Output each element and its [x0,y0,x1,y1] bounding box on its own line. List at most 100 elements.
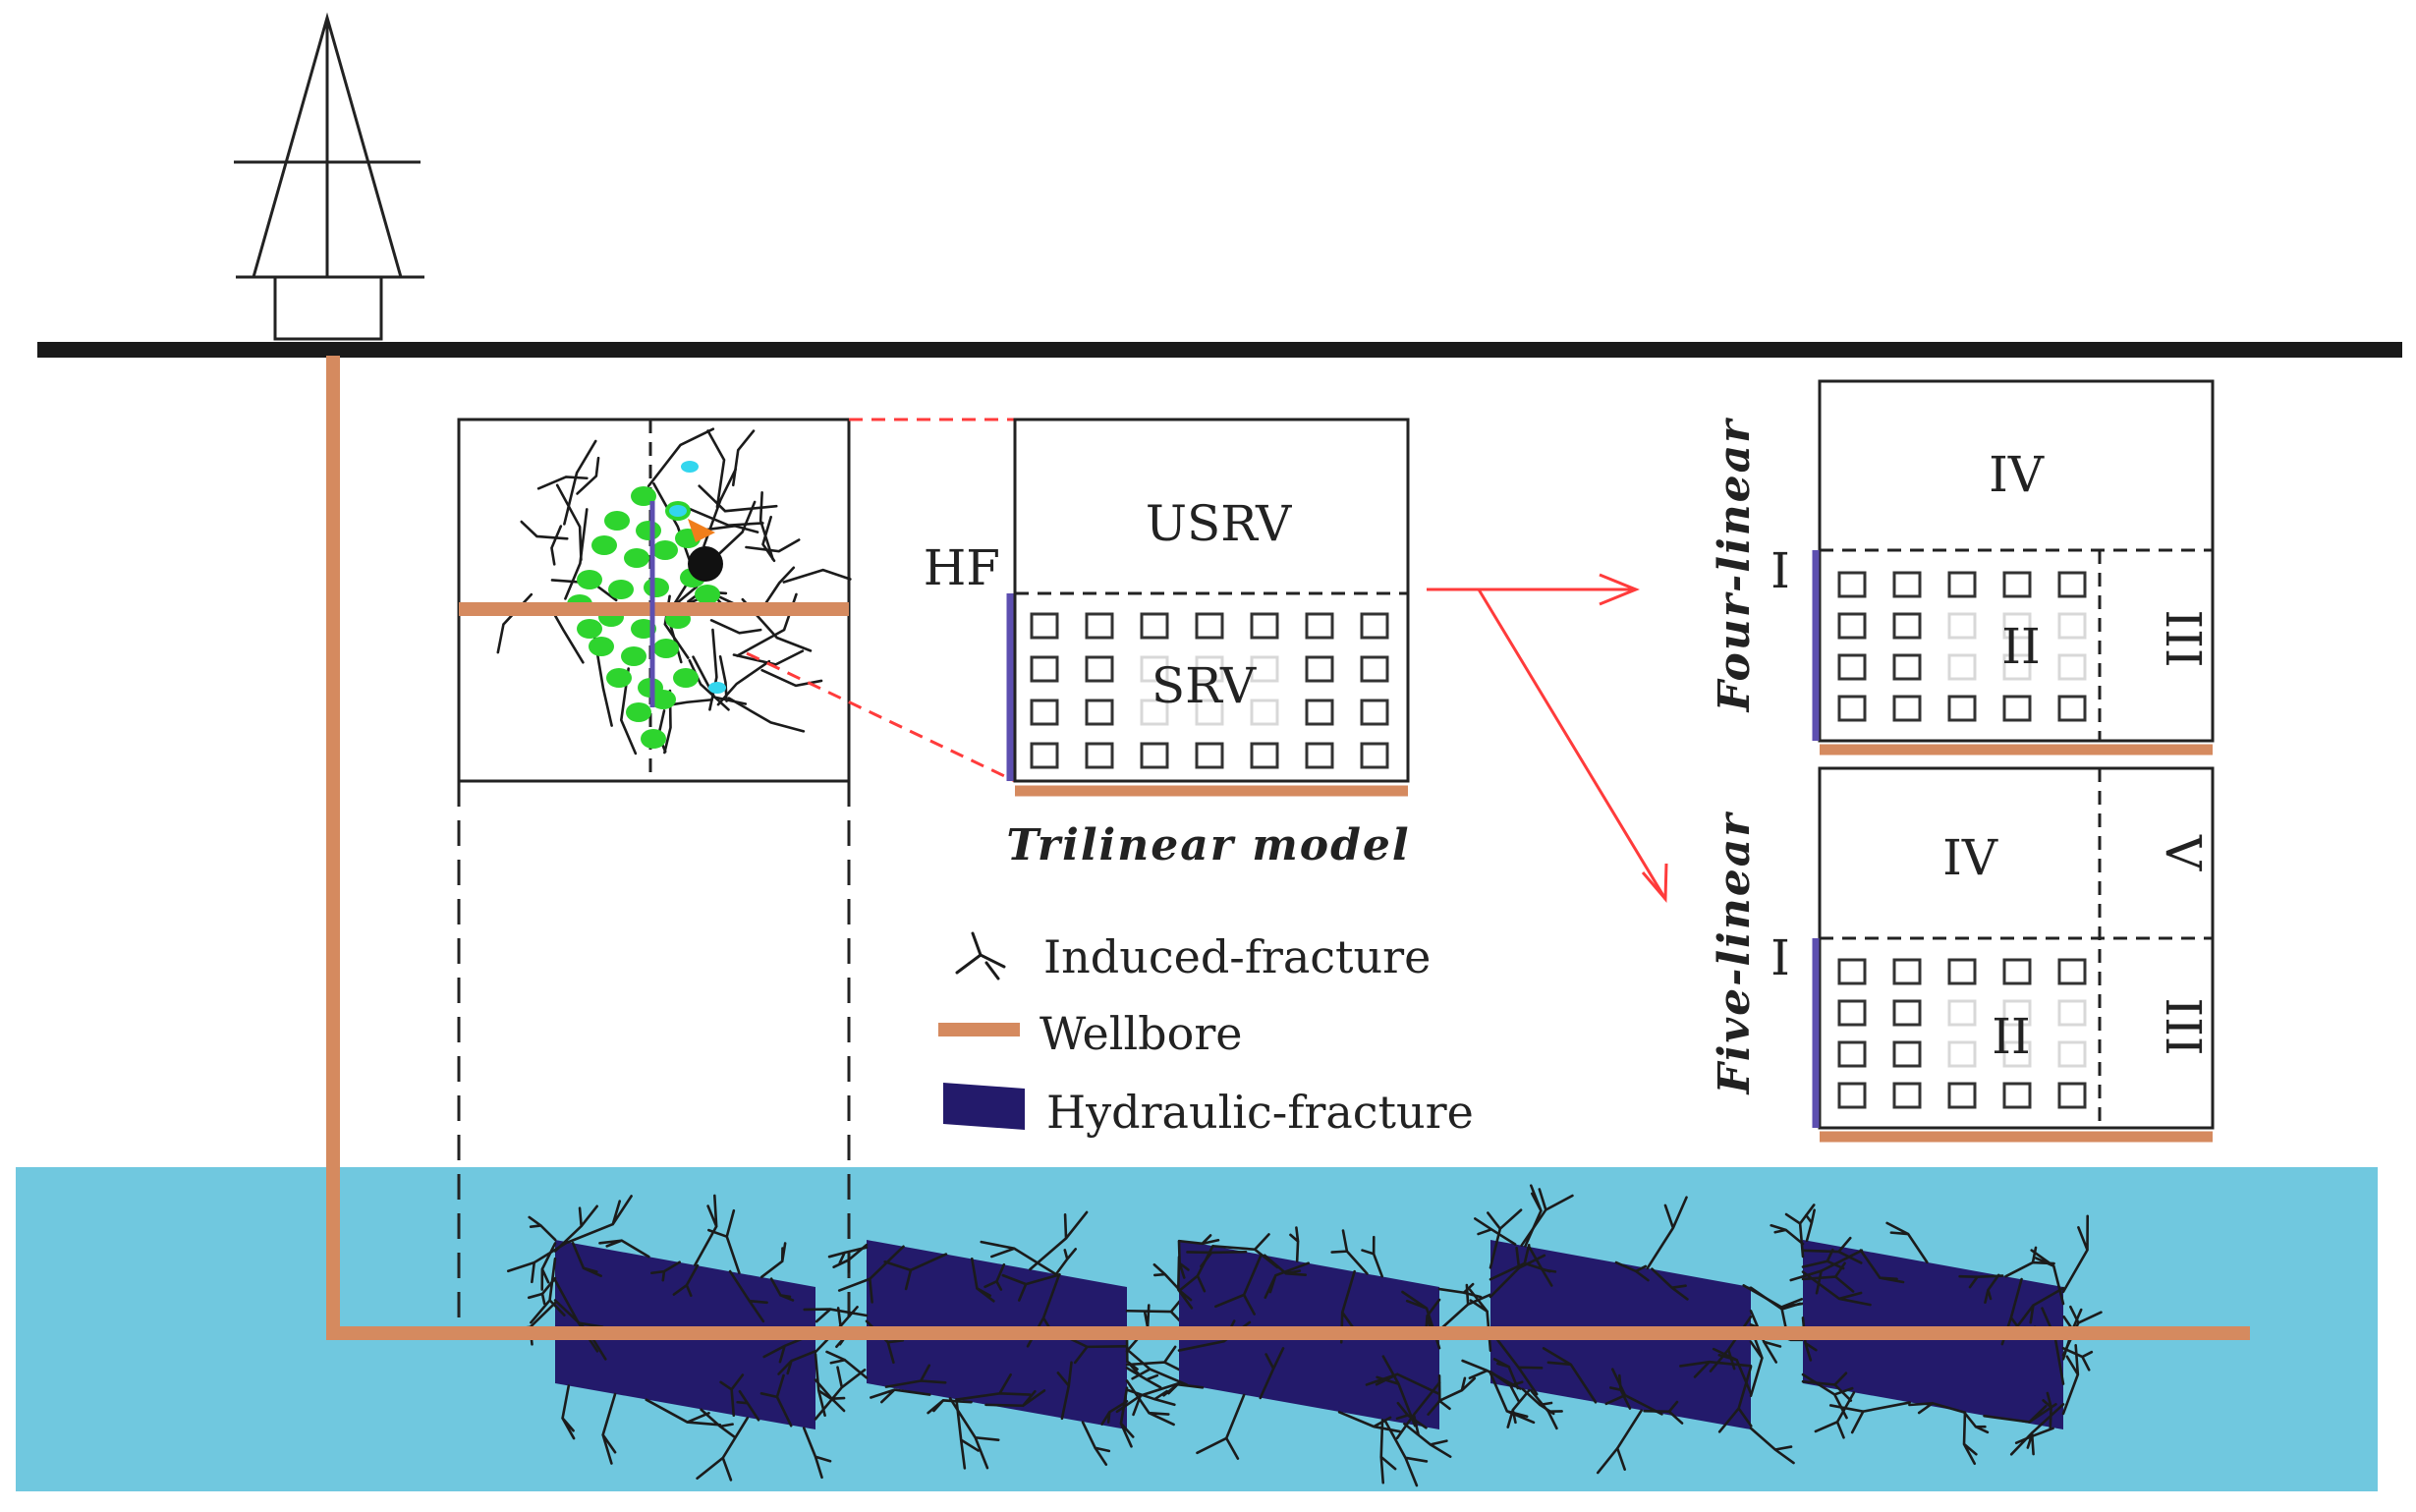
trilinear-caption: Trilinear model [1006,820,1410,870]
grid-cell [1360,655,1389,683]
legend-wellbore-label: Wellbore [1039,1007,1243,1060]
five-linear-region-i: I [1770,929,1790,986]
five-linear-model: IV V I II III Five-linear [1710,766,2215,1143]
drilling-rig-icon [234,12,424,341]
grid-cell [1892,653,1922,681]
grid-cell [1085,612,1114,640]
grid-cell [1085,699,1114,726]
grid-cell [1892,571,1922,598]
grid-cell [1305,612,1334,640]
microseismic-event [604,511,630,531]
grid-cell [1947,571,1977,598]
grid-cell [1947,612,1977,640]
microseismic-event [626,702,651,722]
grid-cell [1947,1082,1977,1109]
grid-cell [1250,655,1279,683]
grid-cell [2002,571,2032,598]
microseismic-event [608,580,634,599]
grid-cell [1030,612,1059,640]
hydraulic-fracture-legend-swatch [943,1083,1025,1130]
microseismic-event [695,585,720,604]
grid-cell [2002,958,2032,985]
microseismic-event [636,521,661,540]
five-linear-region-v: V [2155,834,2212,871]
grid-cell [1837,653,1867,681]
split-arrows [1427,573,1668,903]
grid-cell [1947,958,1977,985]
grid-cell [1195,655,1224,683]
grid-cell [1140,655,1169,683]
srv-label: SRV [1152,657,1257,714]
microseismic-event [606,668,632,688]
five-linear-region-iii: III [2155,997,2212,1055]
grid-cell [1837,1082,1867,1109]
grid-cell [1947,653,1977,681]
grid-cell [1030,655,1059,683]
legend-induced-fracture-label: Induced-fracture [1043,930,1431,983]
grid-cell [2057,571,2087,598]
grid-cell [1837,571,1867,598]
grid-cell [1947,695,1977,722]
hf-label: HF [924,539,1000,596]
usrv-label: USRV [1146,495,1292,552]
microseismic-event [688,546,723,582]
four-linear-region-iv: IV [1989,446,2045,503]
grid-cell [1030,699,1059,726]
four-linear-region-i: I [1770,542,1790,599]
legend: Induced-fracture Wellbore Hydraulic-frac… [938,930,1474,1139]
grid-cell [1892,1040,1922,1068]
grid-cell [1250,699,1279,726]
grid-cell [1195,699,1224,726]
induced-fracture-legend-icon [955,931,1006,980]
microseismic-event [589,637,614,656]
five-linear-region-iv: IV [1942,829,1998,886]
grid-cell [1030,742,1059,769]
grid-cell [1892,612,1922,640]
grid-cell [1140,612,1169,640]
legend-hydraulic-fracture-label: Hydraulic-fracture [1046,1086,1474,1139]
grid-cell [1892,1082,1922,1109]
grid-cell [1892,999,1922,1027]
grid-cell [1085,655,1114,683]
grid-cell [2057,958,2087,985]
grid-cell [1892,958,1922,985]
grid-cell [1947,999,1977,1027]
microseismic-event [669,505,687,517]
grid-cell [1140,699,1169,726]
grid-cell [2002,1040,2032,1068]
microseismic-event [708,682,726,694]
trilinear-model: HF USRV SRV Trilinear model [924,418,1410,870]
grid-cell [2057,612,2087,640]
grid-cell [1085,742,1114,769]
grid-cell [1360,742,1389,769]
microseismic-detail-box [457,418,852,783]
five-linear-side-label: Five-linear [1710,812,1760,1096]
grid-cell [2002,999,2032,1027]
grid-cell [1305,699,1334,726]
grid-cell [2057,999,2087,1027]
grid-cell [2002,612,2032,640]
grid-cell [1837,958,1867,985]
microseismic-event [621,646,646,666]
four-linear-region-iii: III [2155,609,2212,667]
microseismic-event [650,690,676,709]
microseismic-event [591,535,617,555]
grid-cell [1195,742,1224,769]
grid-cell [1360,699,1389,726]
grid-cell [2057,1082,2087,1109]
microseismic-event [577,570,602,589]
zoom-connector-bottom [746,651,1016,783]
grid-cell [1892,695,1922,722]
grid-cell [1837,695,1867,722]
grid-cell [2057,695,2087,722]
five-linear-region-ii: II [1992,1008,2031,1065]
grid-cell [1837,612,1867,640]
microseismic-event [644,578,669,597]
grid-cell [2002,1082,2032,1109]
microseismic-event [673,668,699,688]
four-linear-cell-grid [1837,571,2087,722]
microseismic-event [688,519,715,542]
grid-cell [1250,742,1279,769]
grid-cell [1360,612,1389,640]
